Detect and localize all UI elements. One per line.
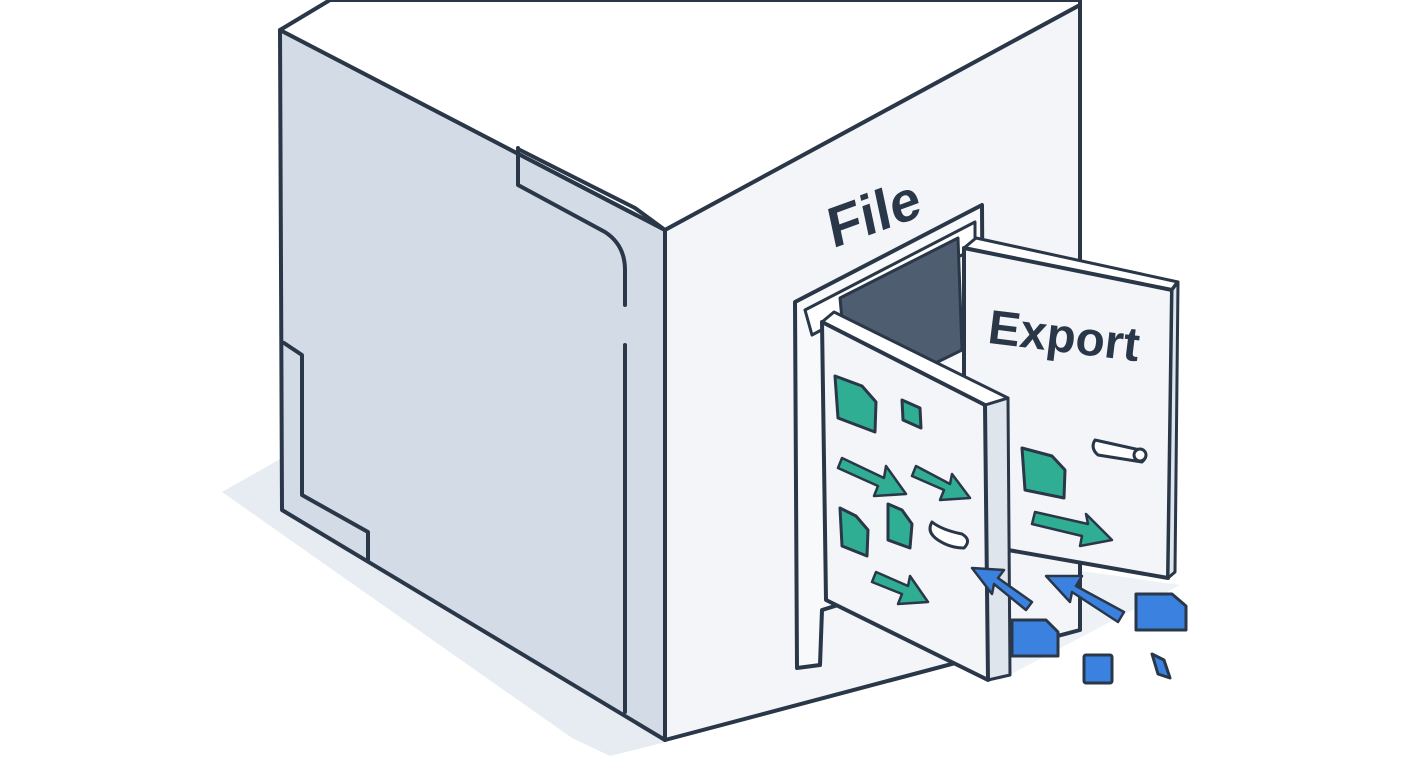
file-icon <box>1020 446 1067 500</box>
arrow-right-icon <box>870 570 930 606</box>
arrow-left-icon <box>970 566 1034 612</box>
file-icon <box>833 374 878 434</box>
file-icon <box>838 506 870 558</box>
file-icon <box>1010 618 1060 658</box>
door-handle-knob <box>1132 447 1148 463</box>
arrow-right-icon <box>910 464 972 502</box>
side-panel-upper-notch <box>516 146 627 307</box>
building-roof <box>278 0 1082 232</box>
arrow-right-icon <box>836 456 908 498</box>
door-handle-icon <box>928 520 969 550</box>
file-icon <box>1150 652 1172 680</box>
file-icon <box>900 398 923 430</box>
file-icon <box>1134 592 1188 632</box>
side-panel-lower-notch <box>282 341 370 562</box>
arrow-right-icon <box>1030 510 1114 548</box>
file-icon <box>886 502 914 550</box>
roof-edge-bevel <box>518 148 667 232</box>
file-icon <box>1082 653 1114 685</box>
arrow-left-icon <box>1044 574 1126 624</box>
export-door-thickness <box>1166 280 1180 580</box>
